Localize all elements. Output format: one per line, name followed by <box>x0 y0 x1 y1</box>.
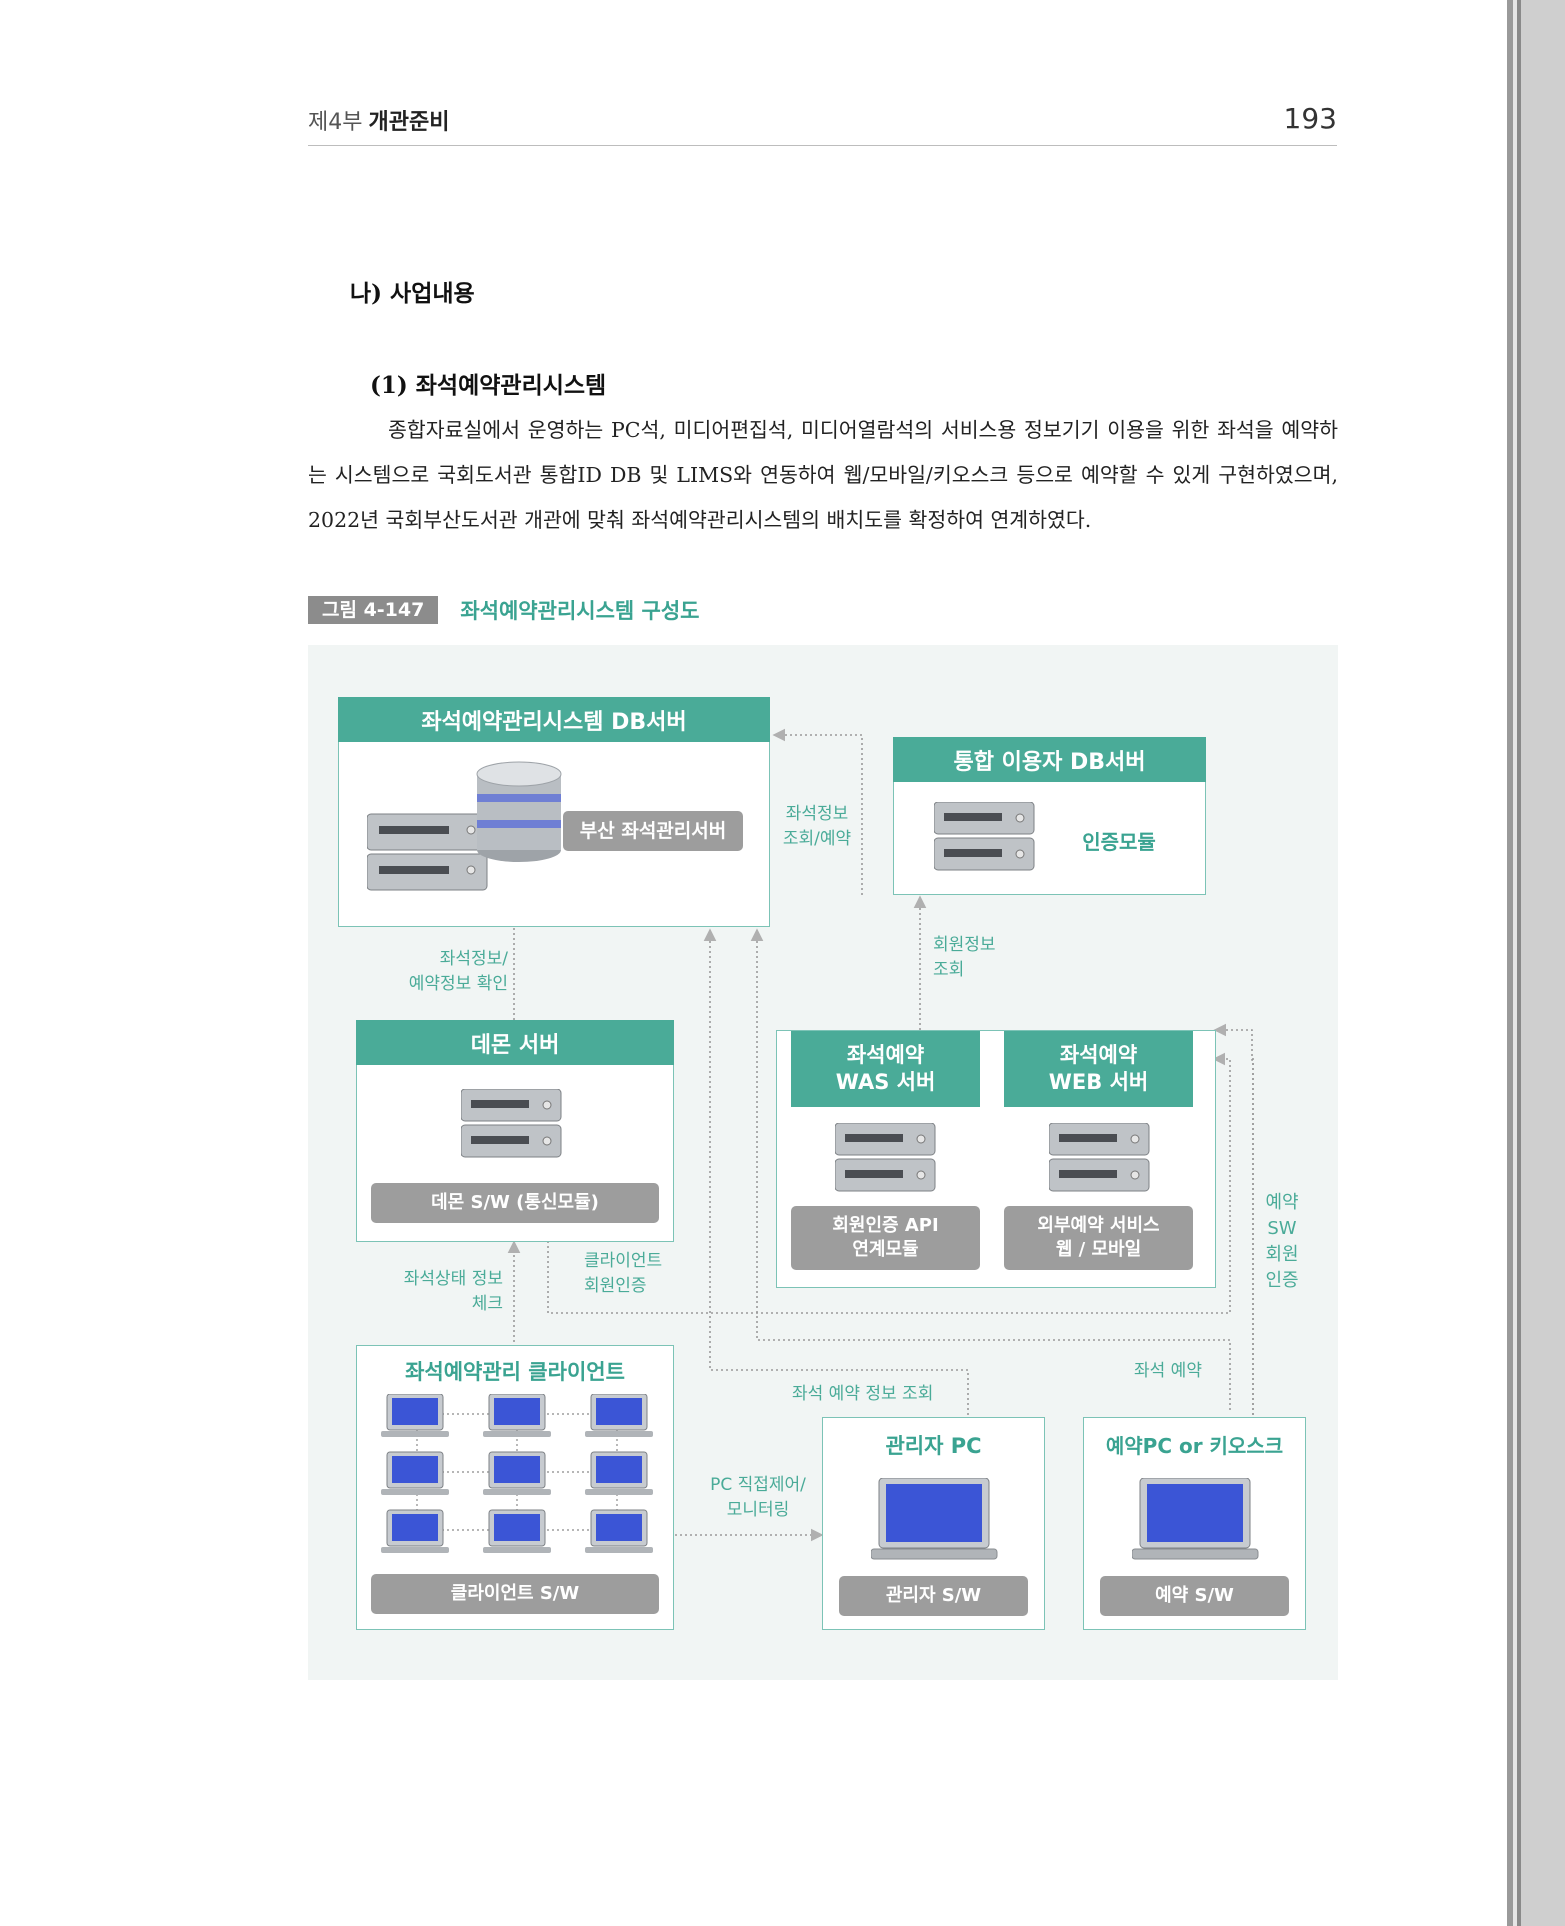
figure-title: 좌석예약관리시스템 구성도 <box>460 599 700 623</box>
was-server-icon <box>835 1123 936 1192</box>
figure-number: 그림 4-147 <box>308 596 439 624</box>
architecture-diagram: 좌석예약관리시스템 DB서버 부산 좌석관리서버 통합 이용자 DB서버 <box>308 645 1338 1680</box>
edge-reserve-sw-line3: 회원 <box>1265 1244 1299 1265</box>
was-title-line2: WAS 서버 <box>835 1070 936 1094</box>
edge-pc-control-line1: PC 직접제어/ <box>710 1475 806 1495</box>
client-laptops <box>381 1394 653 1553</box>
was-title-line1: 좌석예약 <box>846 1043 925 1067</box>
admin-module: 관리자 S/W <box>839 1576 1028 1616</box>
edge-status-check-line2: 체크 <box>471 1294 503 1314</box>
edge-client-auth-label: 클라이언트 회원인증 <box>584 1249 662 1299</box>
edge-reserve-sw-label: 예약 SW 회원 인증 <box>1260 1190 1304 1294</box>
section-heading: 나) 사업내용 <box>350 280 475 307</box>
client-title: 좌석예약관리 클라이언트 <box>405 1360 625 1384</box>
edge-client-auth-line2: 회원인증 <box>584 1276 647 1296</box>
kiosk-title: 예약PC or 키오스크 <box>1105 1434 1284 1458</box>
daemon-server-box: 데몬 서버 데몬 S/W (통신모듈) <box>356 1020 674 1242</box>
edge-seat-confirm-label: 좌석정보/ 예약정보 확인 <box>368 947 508 997</box>
edge-seat-reserve-label: 좌석 예약 <box>1134 1361 1202 1381</box>
daemon-server-icon <box>461 1089 562 1158</box>
user-db-title: 통합 이용자 DB서버 <box>893 737 1206 782</box>
edge-member-query-line2: 조회 <box>933 960 965 980</box>
edge-member-query-label: 회원정보 조회 <box>933 933 996 983</box>
subsection-heading: (1) 좌석예약관리시스템 <box>370 372 607 399</box>
page-number: 193 <box>1283 102 1337 135</box>
admin-laptop-icon <box>871 1478 998 1560</box>
was-module: 회원인증 API 연계모듈 <box>791 1206 980 1270</box>
was-web-container: 좌석예약 WAS 서버 좌석예약 WEB 서버 <box>776 1030 1216 1288</box>
was-server-title: 좌석예약 WAS 서버 <box>791 1031 980 1107</box>
kiosk-module: 예약 S/W <box>1100 1576 1289 1616</box>
db-server-module: 부산 좌석관리서버 <box>563 811 743 851</box>
db-server-box: 좌석예약관리시스템 DB서버 부산 좌석관리서버 <box>338 697 770 927</box>
edge-kiosk-to-web-2 <box>1213 1023 1254 1415</box>
body-paragraph: 종합자료실에서 운영하는 PC석, 미디어편집석, 미디어열람석의 서비스용 정… <box>308 418 1338 532</box>
daemon-module: 데몬 S/W (통신모듈) <box>371 1183 659 1223</box>
daemon-server-title: 데몬 서버 <box>356 1020 674 1065</box>
db-server-icon <box>367 813 488 891</box>
kiosk-box: 예약PC or 키오스크 예약 S/W <box>1083 1417 1306 1630</box>
user-db-server-icon <box>934 802 1035 871</box>
edge-pc-control-label: PC 직접제어/ 모니터링 <box>698 1473 818 1523</box>
web-server-title: 좌석예약 WEB 서버 <box>1004 1031 1193 1107</box>
edge-reserve-sw-line1: 예약 <box>1265 1192 1299 1213</box>
edge-query-line <box>772 728 863 895</box>
part-title: 개관준비 <box>368 110 450 135</box>
figure-caption: 그림 4-147 좌석예약관리시스템 구성도 <box>308 596 700 624</box>
database-icon <box>476 761 562 862</box>
edge-reserve-sw-line4: 인증 <box>1265 1270 1299 1291</box>
user-db-module: 인증모듈 <box>1082 830 1156 854</box>
edge-reserve-info-label: 좌석 예약 정보 조회 <box>792 1384 934 1404</box>
header-rule <box>308 145 1337 146</box>
edge-seat-query-line2: 조회/예약 <box>782 829 852 849</box>
web-module-line1: 외부예약 서비스 <box>1037 1215 1160 1236</box>
edge-pc-control-line2: 모니터링 <box>726 1500 790 1520</box>
web-module: 외부예약 서비스 웹 / 모바일 <box>1004 1206 1193 1270</box>
db-server-title: 좌석예약관리시스템 DB서버 <box>338 697 770 742</box>
admin-pc-title: 관리자 PC <box>885 1434 982 1458</box>
was-module-line1: 회원인증 API <box>832 1215 939 1236</box>
web-title-line1: 좌석예약 <box>1059 1043 1138 1067</box>
edge-reserve-sw-line2: SW <box>1267 1218 1297 1239</box>
edge-kiosk-to-db <box>750 928 1231 1410</box>
edge-seat-query-line1: 좌석정보 <box>785 804 849 824</box>
admin-pc-box: 관리자 PC 관리자 S/W <box>822 1417 1045 1630</box>
edge-user-db-to-db-server <box>773 736 862 738</box>
web-title-line2: WEB 서버 <box>1048 1070 1149 1094</box>
edge-client-auth-line1: 클라이언트 <box>584 1251 663 1271</box>
client-box: 좌석예약관리 클라이언트 클라이언트 S/W <box>356 1345 674 1630</box>
web-module-line2: 웹 / 모바일 <box>1055 1239 1142 1260</box>
edge-seat-confirm-line2: 예약정보 확인 <box>408 974 508 994</box>
web-server-icon <box>1049 1123 1150 1192</box>
edge-status-check-line1: 좌석상태 정보 <box>403 1269 503 1289</box>
client-module: 클라이언트 S/W <box>371 1574 659 1614</box>
edge-status-check-label: 좌석상태 정보 체크 <box>348 1267 503 1317</box>
was-module-line2: 연계모듈 <box>852 1239 919 1260</box>
edge-member-query-line1: 회원정보 <box>933 935 996 955</box>
edge-seat-query-label: 좌석정보 조회/예약 <box>776 802 858 852</box>
part-label: 제4부 <box>308 110 363 135</box>
edge-seat-confirm-line1: 좌석정보/ <box>439 949 508 969</box>
kiosk-laptop-icon <box>1132 1478 1259 1560</box>
user-db-box: 통합 이용자 DB서버 인증모듈 <box>893 737 1206 895</box>
